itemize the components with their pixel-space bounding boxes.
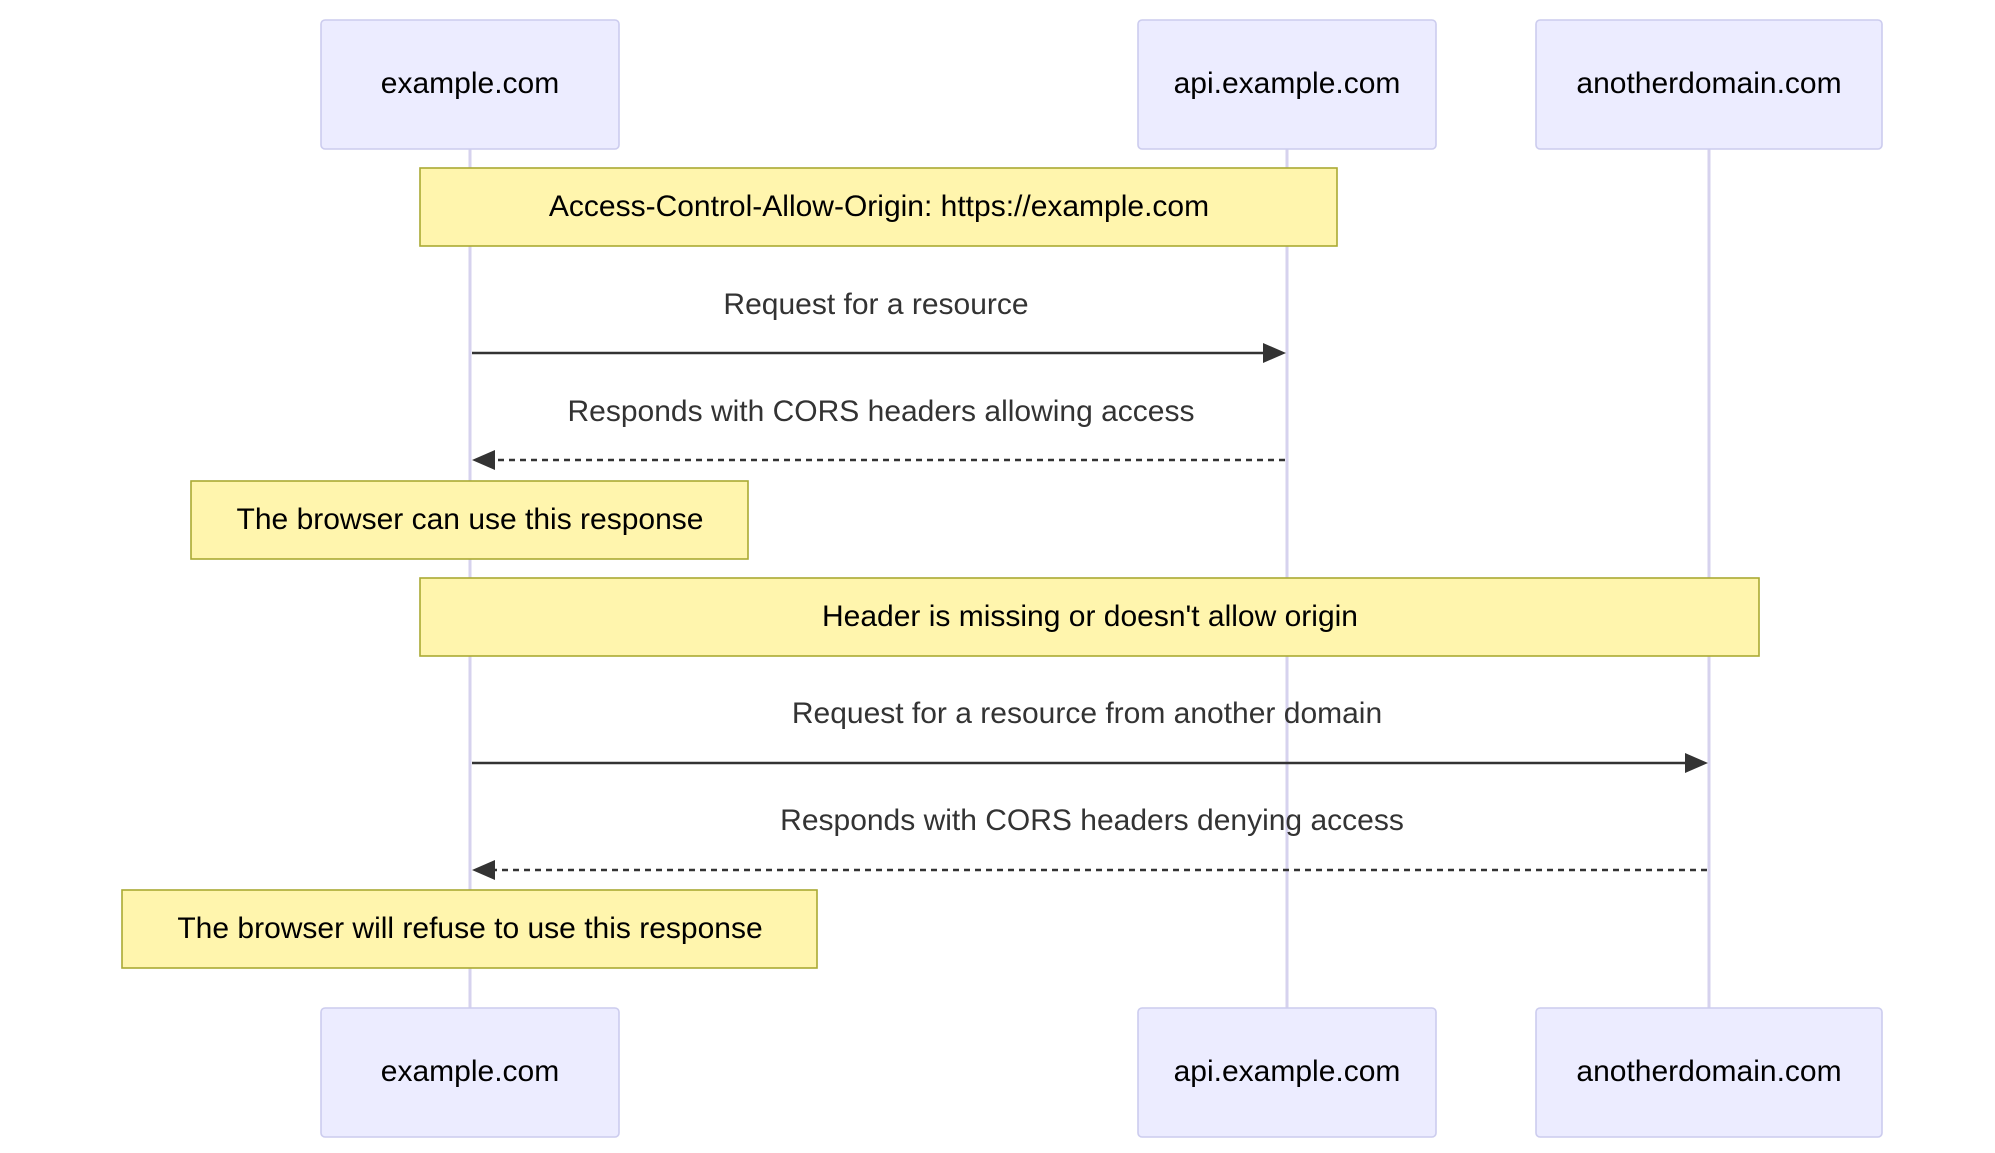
- message-label: Request for a resource from another doma…: [792, 697, 1382, 730]
- note-label: The browser can use this response: [237, 503, 704, 536]
- actor-top-another: anotherdomain.com: [1535, 19, 1883, 150]
- message-request-another-domain: Request for a resource from another doma…: [472, 697, 1708, 773]
- actor-top-api: api.example.com: [1137, 19, 1437, 150]
- actor-bottom-api: api.example.com: [1137, 1007, 1437, 1138]
- message-cors-deny: Responds with CORS headers denying acces…: [472, 804, 1707, 880]
- message-label: Responds with CORS headers allowing acce…: [568, 395, 1195, 428]
- note-label: Header is missing or doesn't allow origi…: [822, 600, 1358, 633]
- message-label: Request for a resource: [723, 288, 1028, 321]
- note-label: The browser will refuse to use this resp…: [177, 912, 762, 945]
- actor-bottom-example: example.com: [320, 1007, 620, 1138]
- message-request-resource: Request for a resource: [472, 288, 1286, 363]
- arrowhead-right: [1263, 343, 1286, 363]
- actor-label: anotherdomain.com: [1576, 1055, 1841, 1088]
- actor-label: example.com: [381, 67, 559, 100]
- actor-bottom-another: anotherdomain.com: [1535, 1007, 1883, 1138]
- arrowhead-left: [472, 450, 495, 470]
- message-label: Responds with CORS headers denying acces…: [780, 804, 1404, 837]
- actor-label: example.com: [381, 1055, 559, 1088]
- message-cors-allow: Responds with CORS headers allowing acce…: [472, 395, 1285, 470]
- arrowhead-left: [472, 860, 495, 880]
- actor-label: anotherdomain.com: [1576, 67, 1841, 100]
- note-header-missing: Header is missing or doesn't allow origi…: [419, 577, 1760, 657]
- note-label: Access-Control-Allow-Origin: https://exa…: [549, 190, 1209, 223]
- actor-top-example: example.com: [320, 19, 620, 150]
- actor-label: api.example.com: [1174, 67, 1401, 100]
- arrowhead-right: [1685, 753, 1708, 773]
- actor-label: api.example.com: [1174, 1055, 1401, 1088]
- note-browser-refuse: The browser will refuse to use this resp…: [121, 889, 818, 969]
- note-allow-origin: Access-Control-Allow-Origin: https://exa…: [419, 167, 1338, 247]
- note-browser-can-use: The browser can use this response: [190, 480, 749, 560]
